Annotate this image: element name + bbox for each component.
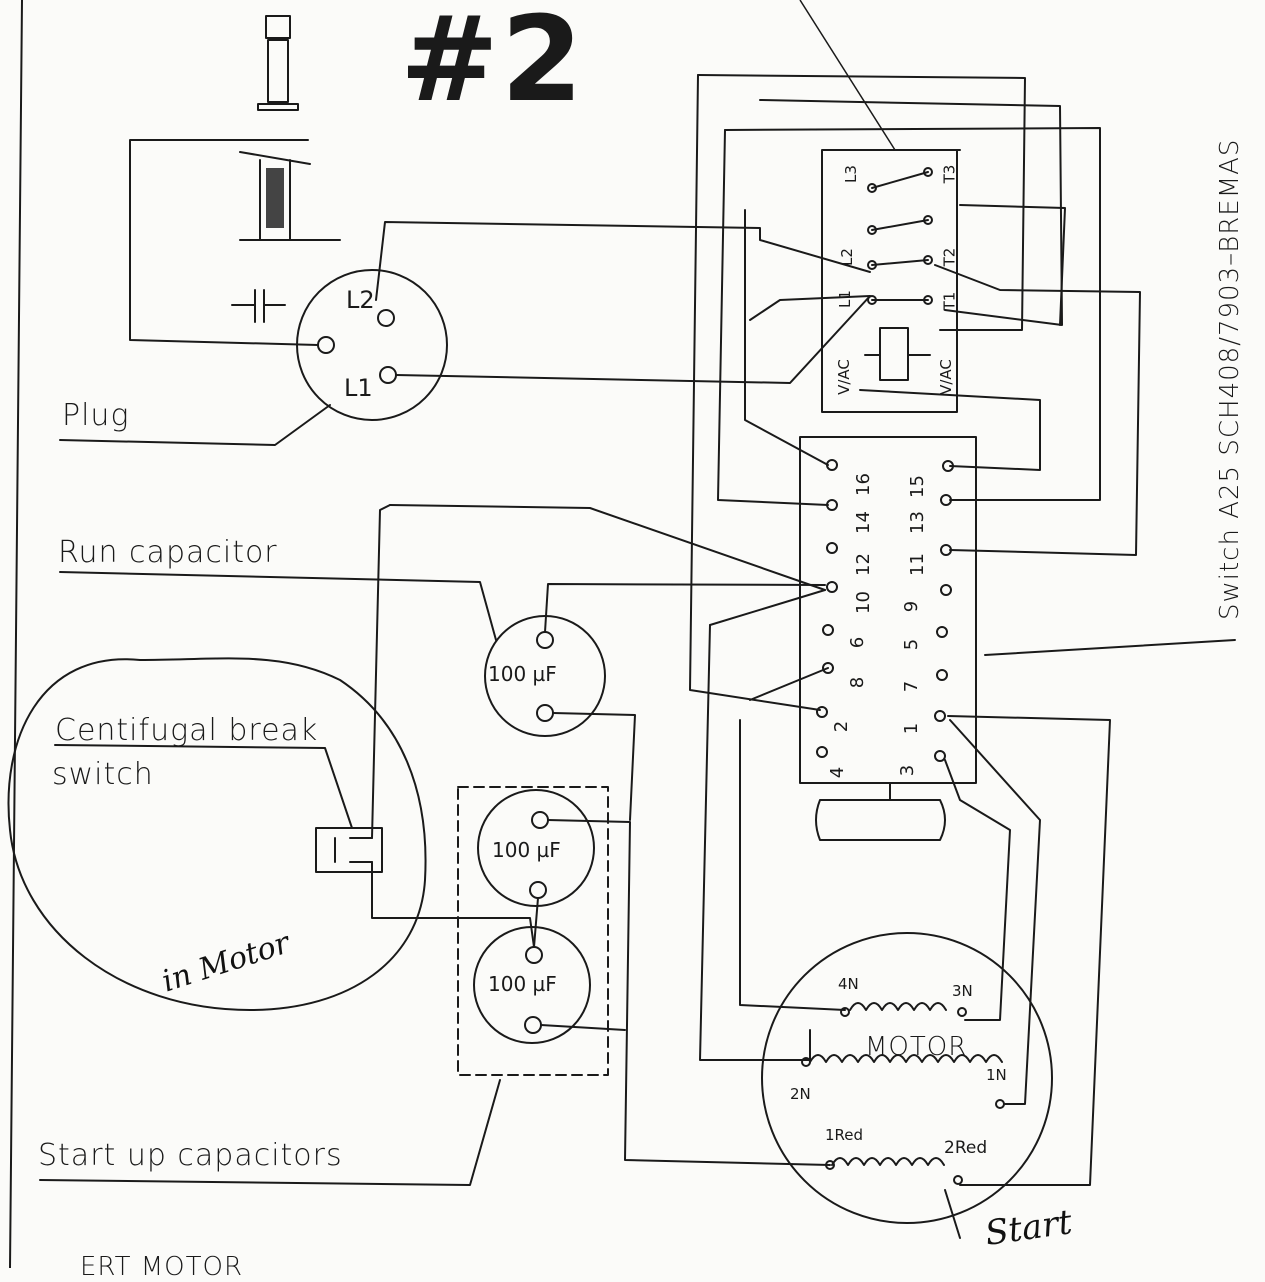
plug-pin-earth: [317, 336, 335, 354]
terminal-9: 9: [901, 600, 923, 613]
terminal-16: 16: [852, 473, 874, 496]
motor-terminal-2red: 2Red: [944, 1138, 988, 1158]
terminal-10: 10: [852, 591, 874, 614]
terminal-block: [799, 436, 977, 784]
terminal-12: 12: [852, 553, 874, 576]
relay-terminal-l3: L3: [841, 165, 860, 183]
terminal-7: 7: [901, 680, 923, 693]
terminal-14: 14: [852, 511, 874, 534]
motor-terminal-4n: 4N: [838, 975, 859, 993]
start-capacitor-top: [477, 789, 595, 907]
relay-terminal-l2: L2: [837, 248, 856, 266]
relay-terminal-t3: T3: [940, 164, 959, 184]
plug-pin-l1: [379, 366, 397, 384]
plug-label: Plug: [62, 398, 130, 433]
centrifugal-label-line2: switch: [52, 757, 154, 792]
start-capacitors-label: Start up capacitors: [38, 1138, 343, 1173]
switch-handle: [815, 782, 946, 841]
terminal-6: 6: [847, 636, 869, 649]
run-capacitor-label: Run capacitor: [58, 535, 278, 570]
bolt-icon: [239, 15, 341, 241]
terminal-15: 15: [906, 475, 928, 498]
terminal-2: 2: [831, 720, 853, 733]
capacitor-ground-icon: [231, 289, 286, 323]
relay-terminal-t1: T1: [940, 291, 959, 311]
motor-circle: [761, 932, 1053, 1224]
switch-model-label: Switch A25 SCH408/7903–BREMAS: [1215, 138, 1245, 620]
motor-label: MOTOR: [865, 1032, 968, 1062]
relay-coil-left: V/AC: [834, 359, 853, 395]
centrifugal-label-line1: Centifugal break: [55, 713, 319, 748]
motor-terminal-2n: 2N: [790, 1085, 811, 1103]
terminal-1: 1: [901, 722, 923, 735]
motor-terminal-3n: 3N: [952, 982, 973, 1000]
relay-box: [821, 149, 958, 413]
terminal-3: 3: [897, 764, 919, 777]
relay-terminal-l1: L1: [835, 290, 854, 308]
start-capacitor-box: [457, 786, 609, 1076]
terminal-13: 13: [906, 511, 928, 534]
terminal-8: 8: [847, 676, 869, 689]
centrifugal-switch: [315, 827, 383, 873]
relay-coil-right: V/AC: [936, 359, 955, 395]
plug-pin-l2-label: L2: [346, 286, 375, 314]
start-capacitor-top-value: 100 µF: [492, 838, 561, 862]
relay-terminal-t2: T2: [940, 247, 959, 267]
terminal-4: 4: [827, 766, 849, 779]
motor-terminal-1n: 1N: [986, 1066, 1007, 1084]
terminal-5: 5: [901, 638, 923, 651]
plug-pin-l1-label: L1: [344, 374, 373, 402]
in-motor-outline: [7, 657, 427, 1011]
start-capacitor-bottom-value: 100 µF: [488, 972, 557, 996]
bottom-partial-text: ERT MOTOR: [80, 1252, 244, 1282]
page-edge-line: [9, 0, 23, 1268]
page-title: #2: [400, 0, 585, 128]
plug-pin-l2: [377, 309, 395, 327]
terminal-11: 11: [906, 553, 928, 576]
run-capacitor-value: 100 µF: [488, 662, 557, 686]
motor-terminal-1red: 1Red: [825, 1126, 864, 1144]
